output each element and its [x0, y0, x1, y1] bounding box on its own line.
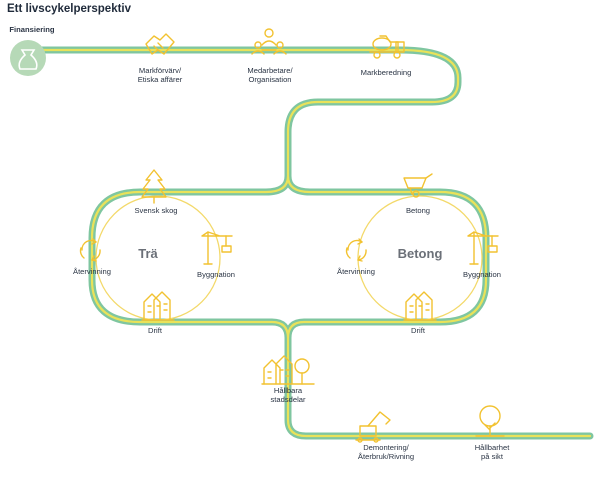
label-land-acquisition: Markförvärv/ Etiska affärer [137, 66, 183, 84]
loop-concrete-title: Betong [397, 246, 443, 261]
buildings-icon [403, 291, 437, 321]
label-financing: Finansiering [9, 25, 55, 34]
label-construction-wood: Byggnation [197, 270, 235, 279]
wheelbarrow-icon [403, 173, 433, 198]
label-demolition: Demontering/ Återbruk/Rivning [357, 443, 415, 461]
label-swedish-forest: Svensk skog [134, 206, 178, 215]
label-sustainable-districts: Hållbara stadsdelar [270, 386, 306, 404]
crane-icon [201, 231, 233, 265]
label-construction-concrete: Byggnation [463, 270, 501, 279]
city-district-icon [261, 355, 315, 385]
label-staff: Medarbetare/ Organisation [247, 66, 293, 84]
label-operation-concrete: Drift [411, 326, 425, 335]
label-recycling-concrete: Återvinning [337, 267, 375, 276]
diagram-title: Ett livscykelperspektiv [7, 3, 132, 15]
money-bag-icon [18, 49, 38, 70]
sustainable-tree-icon [475, 405, 505, 437]
label-recycling-wood: Återvinning [73, 267, 111, 276]
crane-icon [467, 231, 499, 265]
label-land-preparation: Markberedning [360, 68, 412, 77]
buildings-icon [141, 291, 175, 321]
financing-node [10, 40, 46, 76]
recycle-icon [79, 238, 101, 262]
excavator-icon [355, 411, 391, 443]
label-operation-wood: Drift [148, 326, 162, 335]
label-concrete: Betong [405, 206, 431, 215]
label-long-term-sustainability: Hållbarhet på sikt [474, 443, 510, 461]
concrete-mixer-truck-icon [369, 35, 405, 59]
handshake-icon [145, 33, 175, 55]
loop-wood-title: Trä [138, 246, 158, 261]
team-icon [251, 28, 287, 55]
recycle-icon [345, 238, 367, 262]
lifecycle-track [26, 46, 594, 440]
tree-icon [141, 169, 167, 204]
